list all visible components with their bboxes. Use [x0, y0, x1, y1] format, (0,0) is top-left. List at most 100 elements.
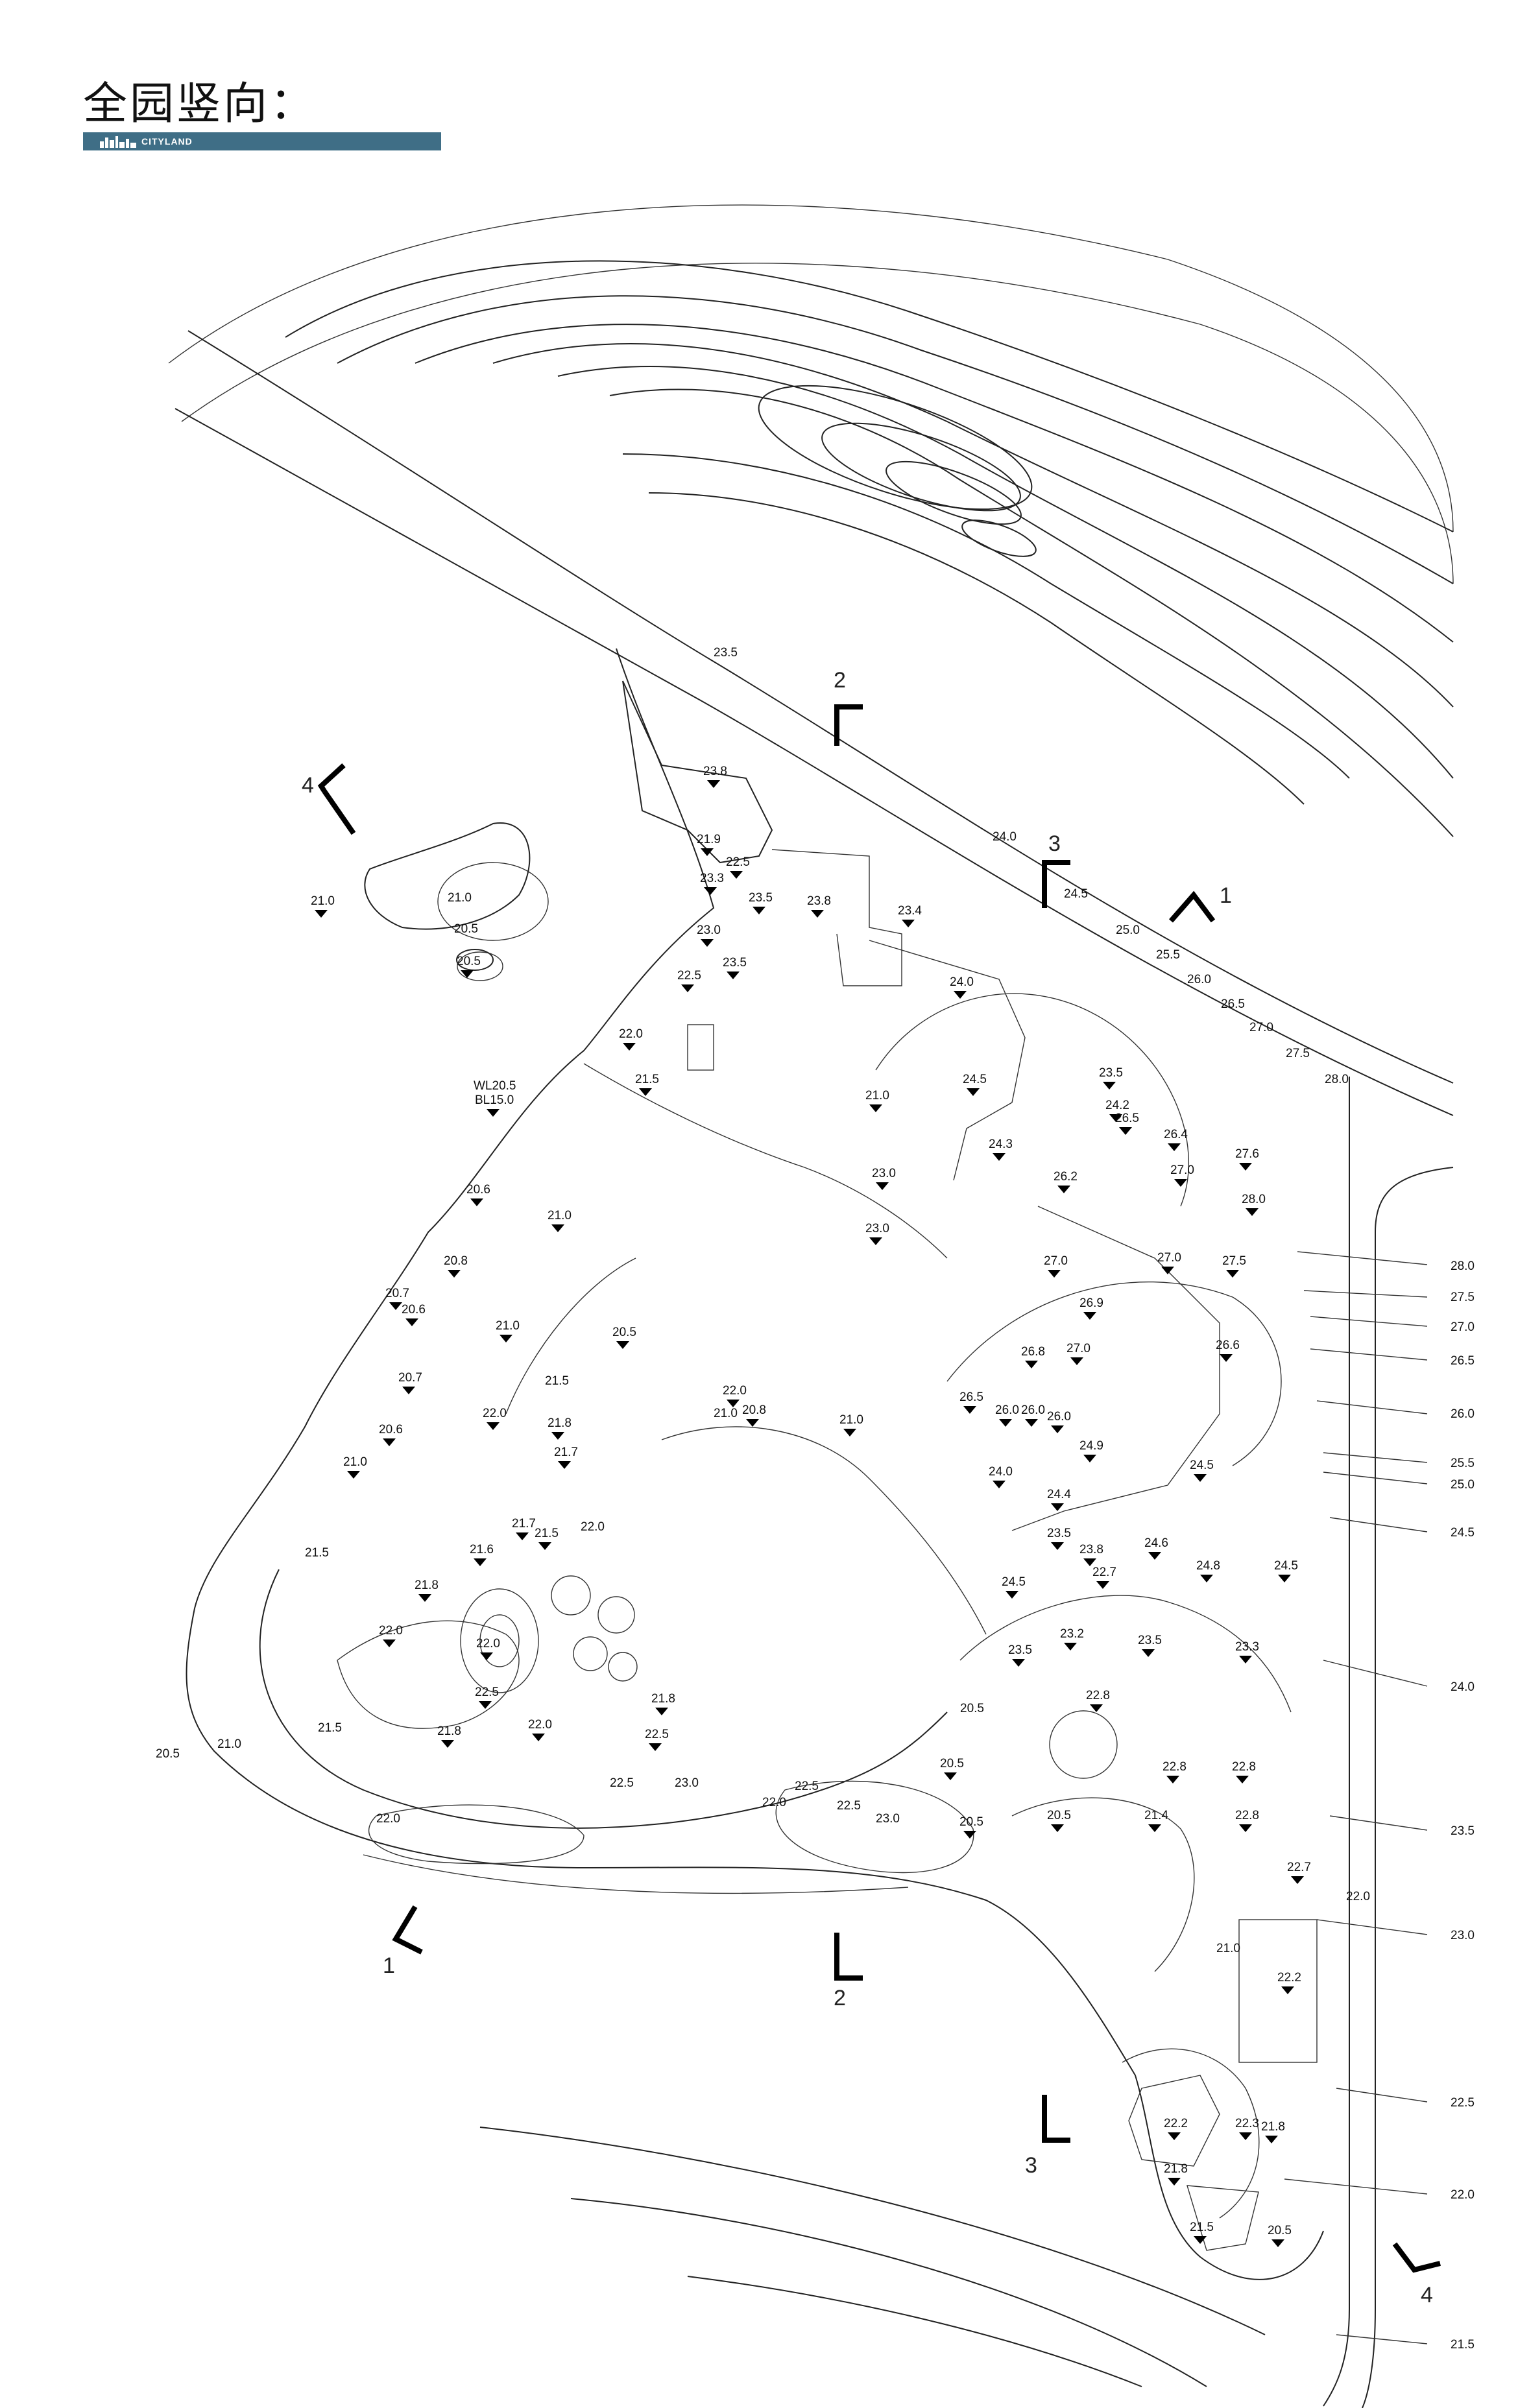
spot-elevation-value: 20.5: [1268, 2224, 1292, 2237]
spot-elevation-marker: 23.5: [1008, 1643, 1032, 1667]
spot-elevation-triangle-icon: [727, 1400, 740, 1407]
spot-elevation-triangle-icon: [1271, 2239, 1284, 2247]
spot-elevation-triangle-icon: [1096, 1581, 1109, 1589]
spot-elevation-triangle-icon: [639, 1088, 652, 1096]
contour-elevation-label: 22.5: [610, 1776, 634, 1790]
spot-elevation-value: 22.5: [475, 1686, 499, 1699]
spot-elevation-marker: 23.8: [1079, 1543, 1103, 1566]
spot-elevation-triangle-icon: [876, 1182, 889, 1190]
spot-elevation-value: 26.6: [1216, 1339, 1240, 1352]
bottom-level: BL15.0: [475, 1093, 514, 1107]
spot-elevation-marker: 21.0: [343, 1455, 367, 1479]
spot-elevation-triangle-icon: [1239, 1163, 1252, 1171]
spot-elevation-marker: 26.0: [1021, 1403, 1045, 1427]
spot-elevation-marker: 21.4: [1144, 1809, 1168, 1832]
spot-elevation-marker: 24.5: [1274, 1559, 1298, 1582]
contour-label: 25.0: [1116, 924, 1140, 937]
spot-elevation-triangle-icon: [655, 1708, 668, 1715]
spot-elevation-triangle-icon: [389, 1302, 402, 1310]
spot-elevation-marker: 20.5: [612, 1326, 636, 1349]
marker-label-2-bottom: 2: [834, 1986, 846, 2010]
spot-elevation-marker: 20.6: [402, 1303, 426, 1326]
spot-elevation-value: 22.2: [1164, 2117, 1188, 2130]
spot-elevation-value: 21.9: [697, 833, 721, 846]
spot-elevation-value: 24.4: [1047, 1488, 1071, 1501]
spot-elevation-value: 22.3: [1235, 2117, 1259, 2130]
spot-elevation-value: 21.5: [1190, 2221, 1214, 2234]
spot-elevation-value: 22.0: [476, 1637, 500, 1651]
spot-elevation-triangle-icon: [993, 1481, 1006, 1488]
spot-elevation-value: 23.5: [1008, 1643, 1032, 1657]
legend-24-0: 24.0: [1451, 1680, 1475, 1694]
spot-elevation-value: 22.5: [726, 855, 750, 869]
spot-elevation-value: 21.6: [470, 1543, 494, 1556]
spot-elevation-triangle-icon: [1148, 1552, 1161, 1560]
contour-elevation-label: 22.0: [581, 1520, 605, 1534]
spot-elevation-value: 26.0: [1021, 1403, 1045, 1417]
spot-elevation-marker: 24.6: [1144, 1536, 1168, 1560]
spot-elevation-marker: 21.8: [415, 1579, 439, 1602]
spot-elevation-marker: 23.2: [1060, 1627, 1084, 1651]
spot-elevation-marker: 20.7: [398, 1371, 422, 1394]
section-marker-labels: 2 3 1 4 1 2 3 4: [302, 668, 1433, 2307]
contour-label: 28.0: [1325, 1073, 1349, 1086]
contour-elevation-label: 20.5: [454, 922, 478, 936]
spot-elevation-marker: 20.5: [940, 1757, 964, 1780]
spot-elevation-value: 21.8: [437, 1724, 461, 1738]
spot-elevation-triangle-icon: [1051, 1542, 1064, 1550]
spot-elevation-triangle-icon: [681, 984, 694, 992]
spot-elevation-value: 27.0: [1066, 1342, 1090, 1355]
contour-label: 27.5: [1286, 1047, 1310, 1060]
spot-elevation-triangle-icon: [1119, 1127, 1132, 1135]
spot-elevation-marker: 23.5: [1138, 1634, 1162, 1657]
islands: [364, 822, 531, 971]
spot-elevation-marker: 26.5: [959, 1390, 983, 1414]
spot-elevation-marker: 23.5: [749, 891, 773, 914]
legend-26-5: 26.5: [1451, 1354, 1475, 1368]
spot-elevation-marker: 21.0: [865, 1089, 889, 1112]
spot-elevation-marker: 26.0: [1047, 1410, 1071, 1433]
contour-label: 26.0: [1187, 973, 1211, 986]
spot-elevation-triangle-icon: [1051, 1425, 1064, 1433]
spot-elevation-marker: 22.7: [1287, 1861, 1311, 1884]
spot-elevation-value: 24.6: [1144, 1536, 1168, 1550]
spot-elevation-triangle-icon: [1265, 2136, 1278, 2143]
spot-elevation-triangle-icon: [1148, 1824, 1161, 1832]
spot-elevation-triangle-icon: [701, 848, 714, 856]
spot-elevation-triangle-icon: [701, 939, 714, 947]
spot-elevation-triangle-icon: [1168, 2178, 1181, 2186]
spot-elevation-value: 21.0: [343, 1455, 367, 1469]
spot-elevation-value: 20.7: [385, 1287, 409, 1300]
spot-elevation-marker: 26.4: [1164, 1128, 1188, 1151]
spot-elevation-value: 23.8: [1079, 1543, 1103, 1556]
spot-elevation-triangle-icon: [730, 871, 743, 879]
legend-21-5: 21.5: [1451, 2338, 1475, 2352]
spot-elevation-value: 23.5: [749, 891, 773, 905]
spot-elevation-triangle-icon: [461, 970, 474, 978]
spot-elevation-value: 20.6: [379, 1423, 403, 1436]
spot-elevation-value: 22.7: [1092, 1566, 1116, 1579]
spot-elevation-value: 28.0: [1242, 1193, 1266, 1206]
spot-elevation-triangle-icon: [1051, 1824, 1064, 1832]
section-markers: [317, 704, 1441, 2273]
spot-elevation-value: 26.0: [1047, 1410, 1071, 1424]
spot-elevation-marker: 22.8: [1163, 1760, 1187, 1783]
spot-elevation-marker: 20.5: [959, 1815, 983, 1839]
contour-label: 27.0: [1249, 1021, 1273, 1034]
spot-elevation-triangle-icon: [551, 1224, 564, 1232]
spot-elevation-marker: 23.0: [865, 1222, 889, 1245]
spot-elevation-marker: 24.0: [950, 975, 974, 999]
contour-elevation-label: 22.5: [795, 1780, 819, 1793]
spot-elevation-marker: 23.4: [898, 904, 922, 927]
spot-elevation-triangle-icon: [1174, 1179, 1187, 1187]
spot-elevation-value: 24.5: [1190, 1459, 1214, 1472]
spot-elevation-marker: 26.2: [1054, 1170, 1078, 1193]
spot-elevation-triangle-icon: [480, 1652, 493, 1660]
contour-elevation-label: 21.5: [318, 1721, 342, 1735]
water-level: WL20.5: [474, 1079, 516, 1093]
marker-label-3-bottom: 3: [1025, 2153, 1037, 2178]
spot-elevation-triangle-icon: [1103, 1082, 1116, 1090]
spot-elevation-value: 21.5: [535, 1527, 559, 1540]
